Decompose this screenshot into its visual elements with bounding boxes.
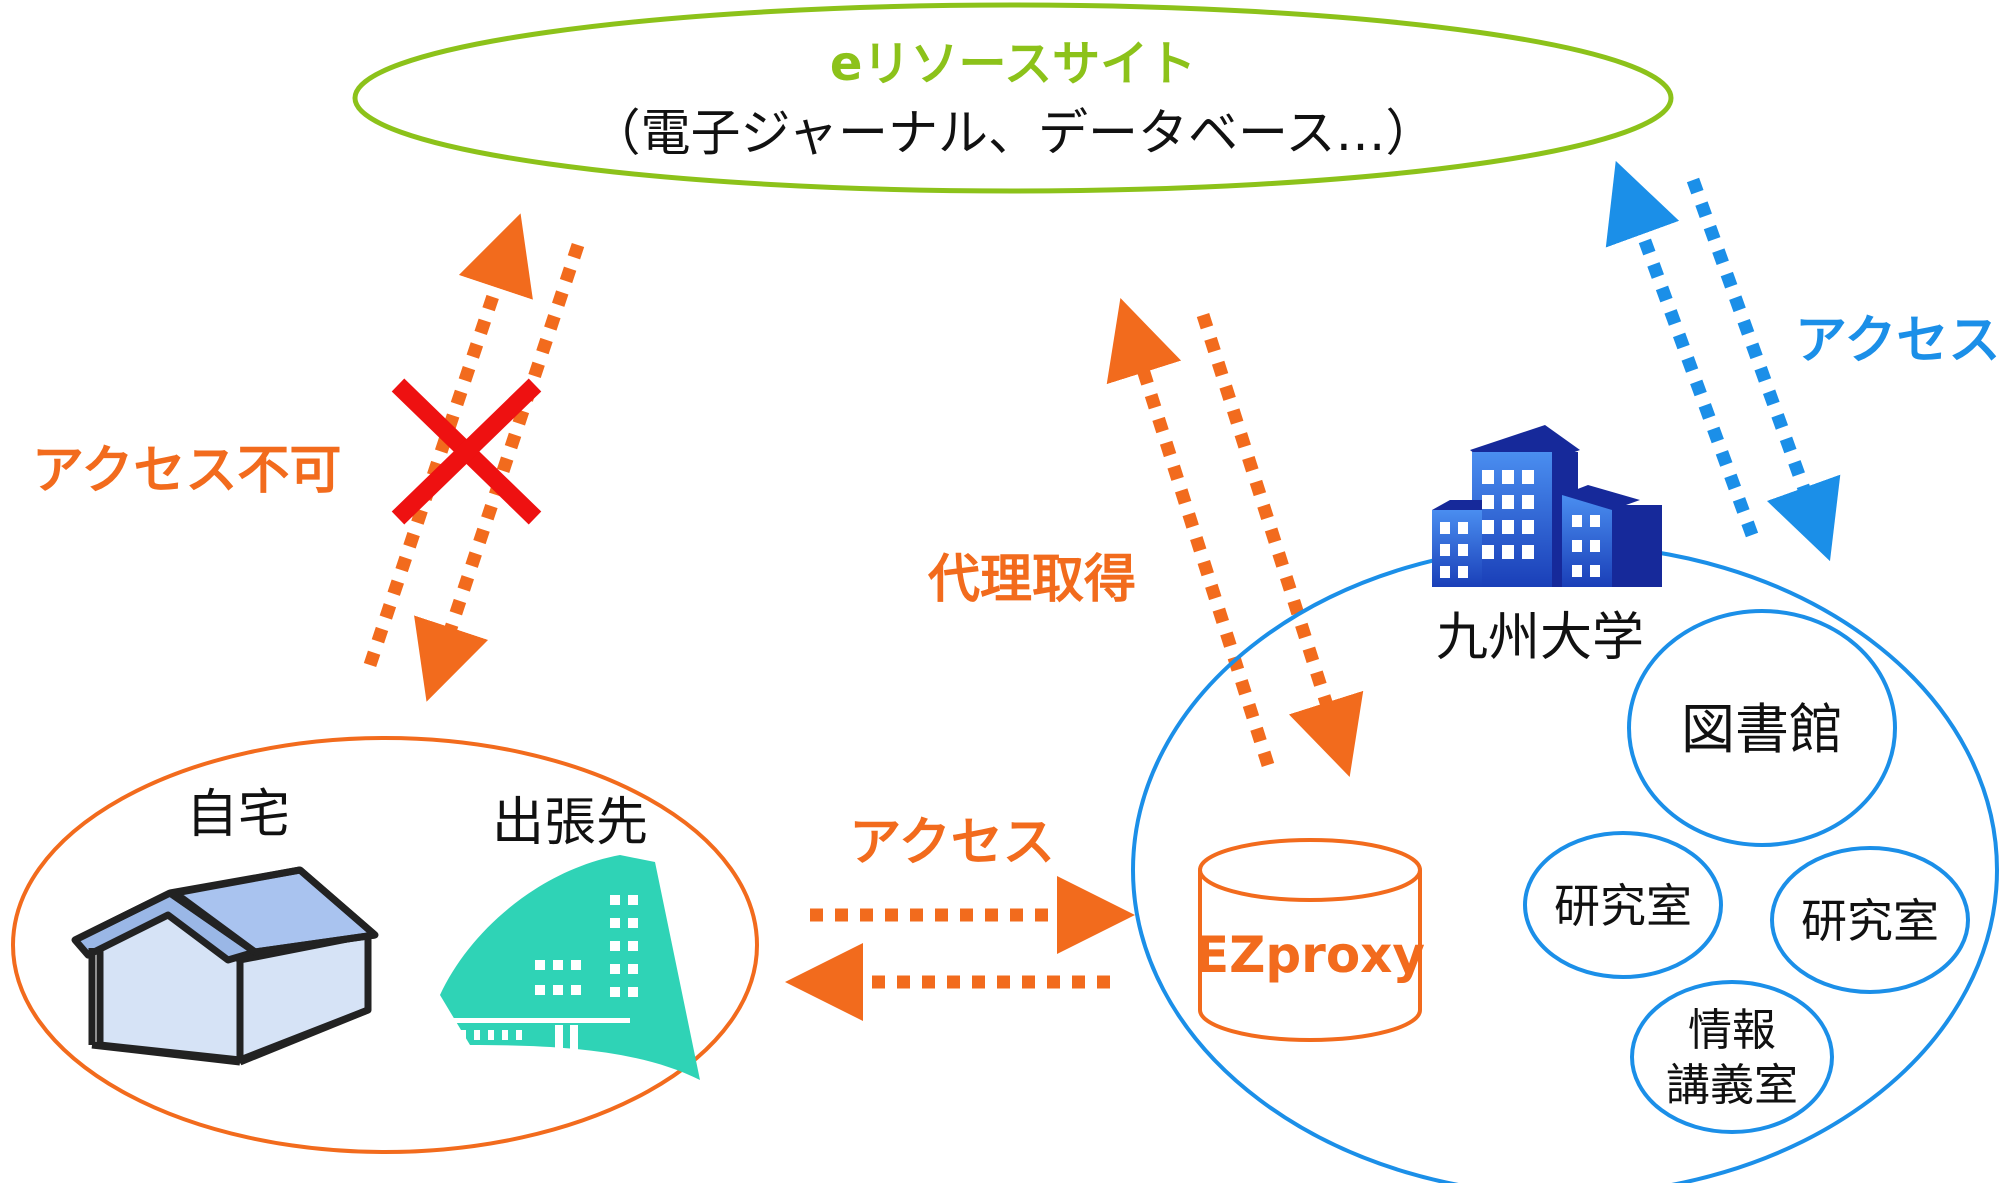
access-denied-label: アクセス不可 xyxy=(32,441,341,501)
library-circle xyxy=(1627,609,1897,847)
ezproxy-server: EZproxy xyxy=(1195,838,1425,1042)
blue-arrow-down xyxy=(1686,177,1841,562)
house-icon xyxy=(71,830,379,1066)
university-name: 九州大学 xyxy=(1436,608,1644,668)
blue-arrow-up xyxy=(1605,160,1759,538)
home-group-ellipse xyxy=(11,736,759,1154)
blocked-arrow-down xyxy=(414,242,585,702)
library-label: 図書館 xyxy=(1681,698,1843,761)
university-group: 九州大学 EZproxy 図書館 研究室 研究室 情報 講義室 xyxy=(1131,425,1999,1183)
travel-label: 出張先 xyxy=(492,793,648,853)
home-label: 自宅 xyxy=(186,785,290,845)
home-ezproxy-arrows xyxy=(785,876,1135,1021)
proxy-fetch-arrows xyxy=(1106,298,1364,777)
eresource-subtitle: （電子ジャーナル、データベース…） xyxy=(591,104,1436,162)
denied-x-icon xyxy=(391,378,542,525)
info-room-label-line2: 講義室 xyxy=(1666,1060,1798,1111)
proxy-arrow-up xyxy=(1106,298,1275,767)
lab-label-1: 研究室 xyxy=(1554,879,1692,933)
eresource-site: eリソースサイト （電子ジャーナル、データベース…） xyxy=(352,2,1674,194)
office-building-icon xyxy=(440,855,700,1080)
info-room-label-line1: 情報 xyxy=(1688,1005,1776,1056)
lab-circle-1 xyxy=(1523,831,1723,979)
info-room-circle xyxy=(1630,980,1834,1134)
lab-circle-2 xyxy=(1770,846,1970,994)
home-travel-group: 自宅 出張先 xyxy=(11,736,759,1154)
ezproxy-label: EZproxy xyxy=(1195,926,1425,984)
proxy-arrow-down xyxy=(1196,313,1364,777)
access-middle-label: アクセス xyxy=(849,813,1054,873)
access-right-label: アクセス xyxy=(1795,311,1999,371)
eresource-title: eリソースサイト xyxy=(830,36,1196,92)
lab-label-2: 研究室 xyxy=(1801,894,1939,948)
proxy-fetch-label: 代理取得 xyxy=(927,550,1136,610)
eresource-ellipse xyxy=(352,2,1674,194)
university-access-arrows xyxy=(1605,160,1841,562)
university-building-icon xyxy=(1432,425,1662,587)
